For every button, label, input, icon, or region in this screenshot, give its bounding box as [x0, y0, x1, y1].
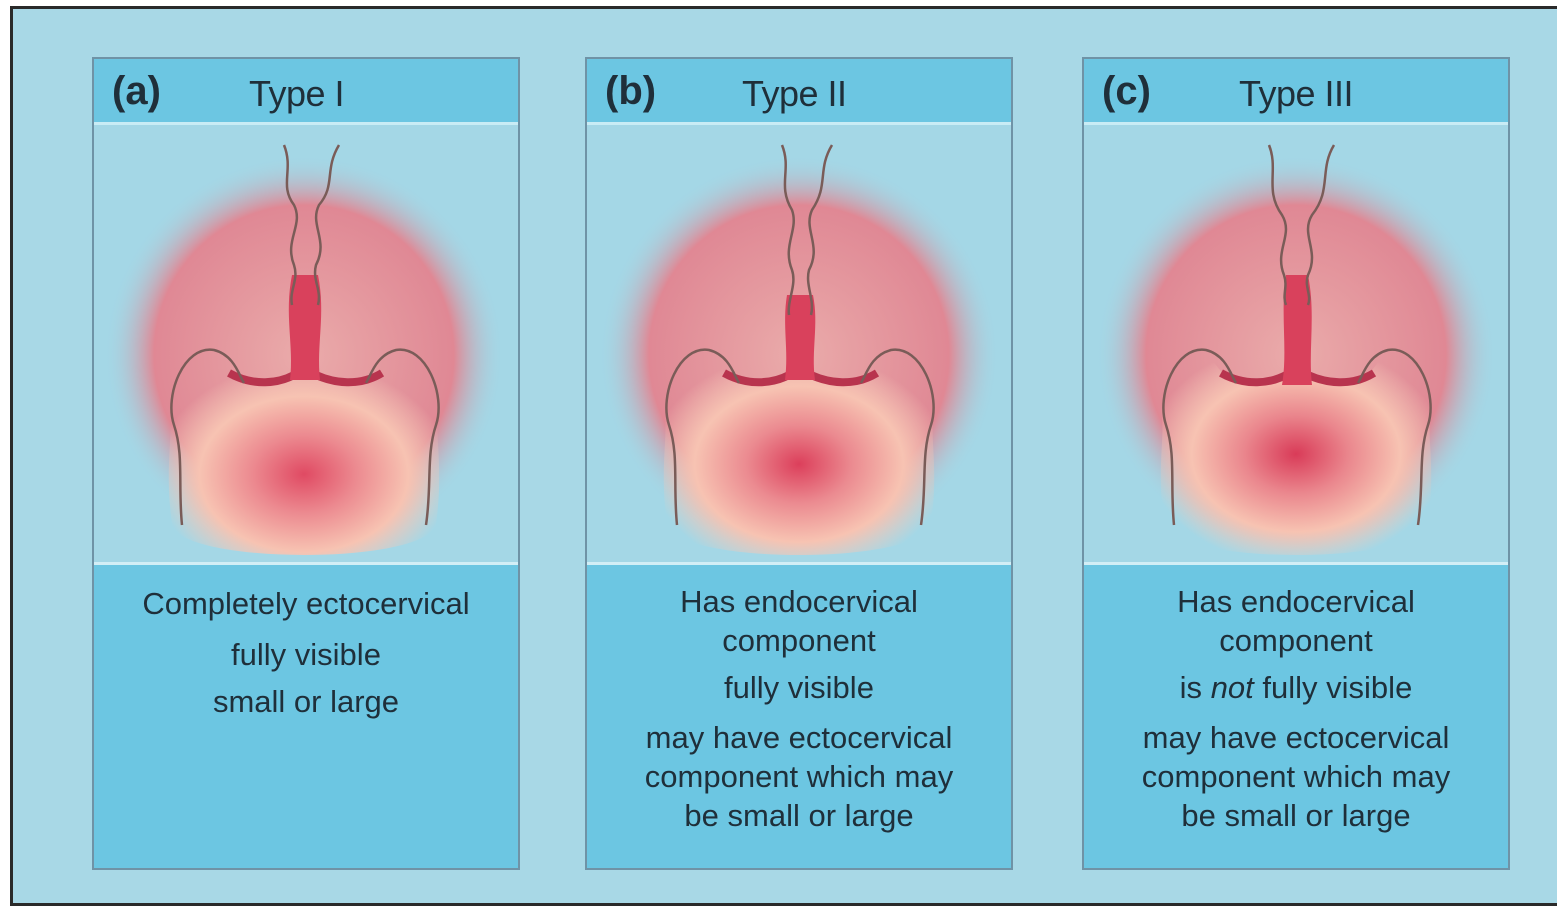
description-line: component which may — [587, 758, 1011, 797]
panel-letter: (b) — [605, 69, 656, 114]
cervix-illustration — [587, 125, 1011, 565]
description-line: Completely ectocervical — [94, 565, 518, 624]
panel-header: (a) Type I — [94, 59, 518, 125]
description-line: Has endocervical — [1084, 583, 1508, 622]
description-line: fully visible — [587, 669, 1011, 708]
cervix-diagram-type-2 — [587, 125, 1011, 562]
cervix-illustration — [94, 125, 518, 565]
description-line: small or large — [94, 683, 518, 722]
description-line: Has endocervical — [587, 583, 1011, 622]
description-line: be small or large — [1084, 797, 1508, 836]
panel-header: (b) Type II — [587, 59, 1011, 125]
panel-description: Has endocervical component is not fully … — [1084, 565, 1508, 868]
description-word: is — [1180, 670, 1202, 705]
description-word: fully visible — [1262, 670, 1412, 705]
emphasis-word: not — [1211, 670, 1254, 705]
panel-description: Completely ectocervical fully visible sm… — [94, 565, 518, 868]
cervix-illustration — [1084, 125, 1508, 565]
description-line: is not fully visible — [1084, 669, 1508, 708]
panel-type-3: (c) Type III — [1082, 57, 1510, 870]
description-line: be small or large — [587, 797, 1011, 836]
panel-title: Type III — [1239, 73, 1353, 115]
cervix-diagram-type-3 — [1084, 125, 1508, 562]
description-line: may have ectocervical — [1084, 719, 1508, 758]
panel-type-1: (a) Type I — [92, 57, 520, 870]
description-line: component — [1084, 622, 1508, 661]
description-line: fully visible — [94, 636, 518, 675]
panel-header: (c) Type III — [1084, 59, 1508, 125]
description-line: component — [587, 622, 1011, 661]
panel-title: Type I — [249, 73, 344, 115]
panel-type-2: (b) Type II — [585, 57, 1013, 870]
panel-description: Has endocervical component fully visible… — [587, 565, 1011, 868]
panel-title: Type II — [742, 73, 847, 115]
panel-letter: (c) — [1102, 69, 1151, 114]
panel-letter: (a) — [112, 69, 161, 114]
cervix-diagram-type-1 — [94, 125, 518, 562]
description-line: may have ectocervical — [587, 719, 1011, 758]
description-line: component which may — [1084, 758, 1508, 797]
